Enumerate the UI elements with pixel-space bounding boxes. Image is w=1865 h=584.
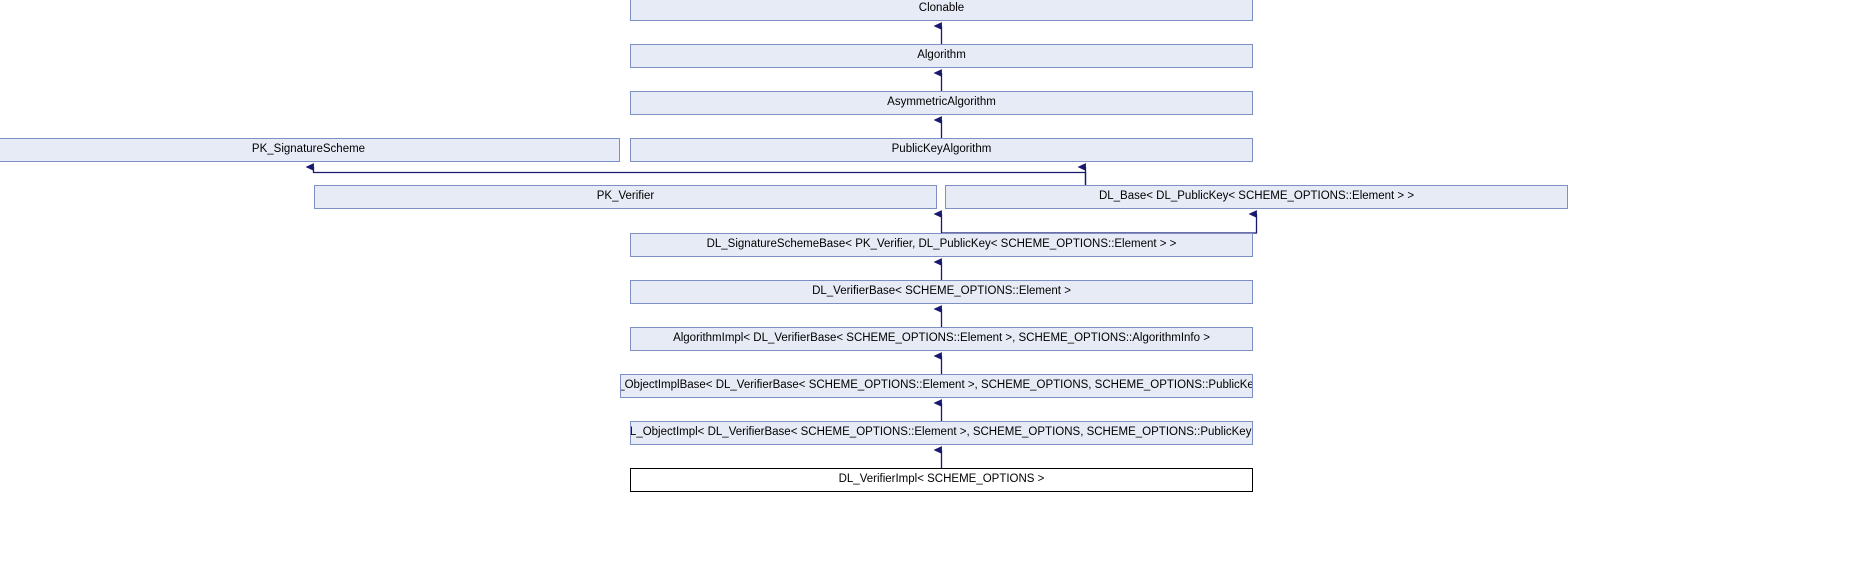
class-node-pk-verifier[interactable]: PK_Verifier: [314, 185, 937, 209]
class-node-label: AsymmetricAlgorithm: [887, 96, 996, 109]
class-node-pk-signaturescheme[interactable]: PK_SignatureScheme: [0, 138, 620, 162]
class-node-algorithmimpl[interactable]: AlgorithmImpl< DL_VerifierBase< SCHEME_O…: [630, 327, 1253, 351]
class-node-dl-verifierimpl-current[interactable]: DL_VerifierImpl< SCHEME_OPTIONS >: [630, 468, 1253, 492]
class-node-dl-base[interactable]: DL_Base< DL_PublicKey< SCHEME_OPTIONS::E…: [945, 185, 1568, 209]
class-node-asymmetric-algorithm[interactable]: AsymmetricAlgorithm: [630, 91, 1253, 115]
class-node-label: PK_Verifier: [596, 190, 655, 203]
class-node-label: DL_VerifierImpl< SCHEME_OPTIONS >: [838, 473, 1045, 486]
class-node-publickeyalgorithm[interactable]: PublicKeyAlgorithm: [630, 138, 1253, 162]
class-node-algorithm[interactable]: Algorithm: [630, 44, 1253, 68]
class-node-label: DL_Base< DL_PublicKey< SCHEME_OPTIONS::E…: [1098, 190, 1415, 203]
class-node-label: DL_ObjectImplBase< DL_VerifierBase< SCHE…: [620, 379, 1253, 392]
class-node-dl-objectimpl[interactable]: DL_ObjectImpl< DL_VerifierBase< SCHEME_O…: [630, 421, 1253, 445]
edge-pkverifier-to-pksignaturescheme: [305, 163, 1087, 185]
class-node-label: DL_ObjectImpl< DL_VerifierBase< SCHEME_O…: [630, 426, 1253, 439]
class-node-label: AlgorithmImpl< DL_VerifierBase< SCHEME_O…: [673, 332, 1210, 345]
class-node-dl-verifierbase[interactable]: DL_VerifierBase< SCHEME_OPTIONS::Element…: [630, 280, 1253, 304]
edge-dlsignatureschemebase-to-dlbase: [941, 210, 1258, 234]
class-node-label: DL_VerifierBase< SCHEME_OPTIONS::Element…: [812, 285, 1071, 298]
class-node-label: Algorithm: [917, 49, 966, 62]
class-node-dl-objectimplbase[interactable]: DL_ObjectImplBase< DL_VerifierBase< SCHE…: [620, 374, 1253, 398]
class-node-clonable[interactable]: Clonable: [630, 0, 1253, 21]
class-node-label: Clonable: [918, 2, 965, 15]
class-node-label: PublicKeyAlgorithm: [891, 143, 992, 156]
class-node-dl-signatureschemebase[interactable]: DL_SignatureSchemeBase< PK_Verifier, DL_…: [630, 233, 1253, 257]
class-node-label: PK_SignatureScheme: [251, 143, 366, 156]
class-node-label: DL_SignatureSchemeBase< PK_Verifier, DL_…: [706, 238, 1177, 251]
